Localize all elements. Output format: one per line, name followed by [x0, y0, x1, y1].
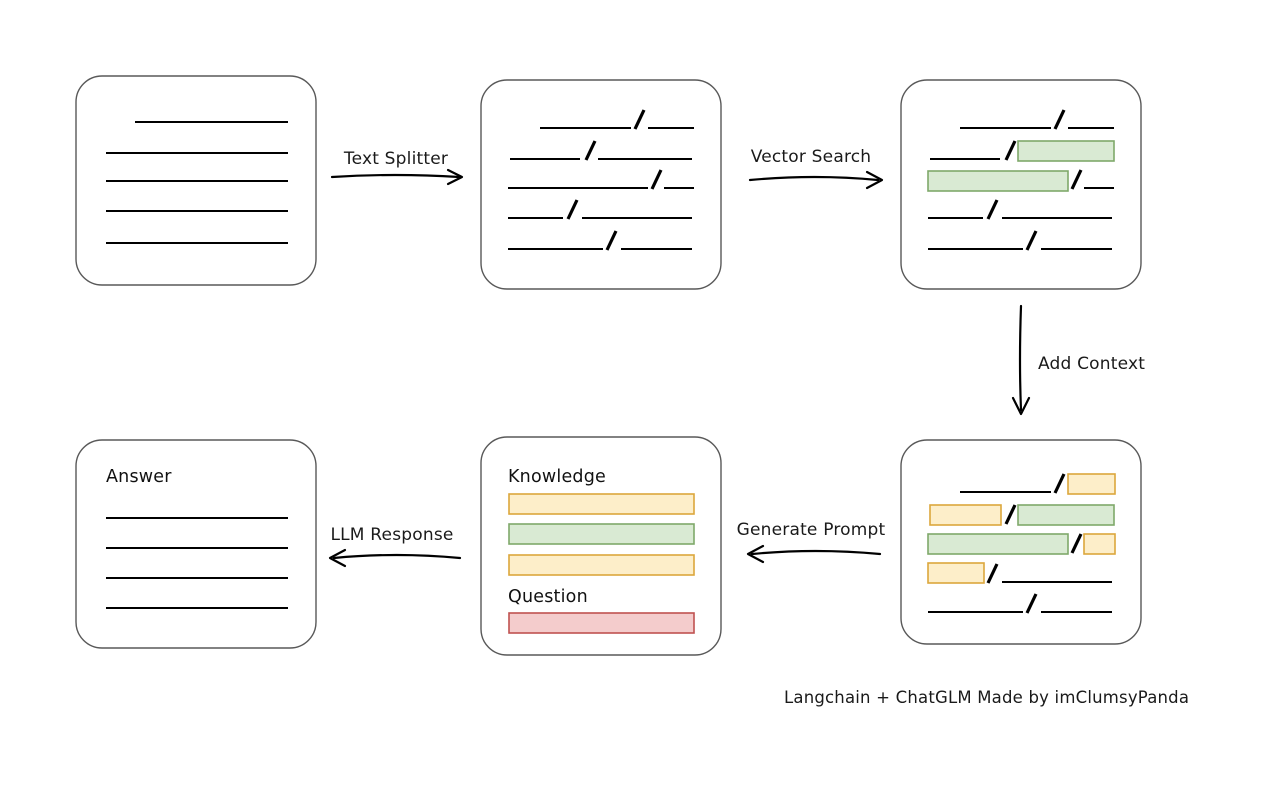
prompt-knowledge-label: Knowledge — [508, 467, 606, 487]
edge-text-splitter: Text Splitter — [330, 149, 464, 186]
answer-lines — [106, 516, 288, 610]
split-chunks-lines — [508, 109, 694, 251]
diagram-caption: Langchain + ChatGLM Made by imClumsyPand… — [784, 688, 1189, 707]
edge-vector-search: Vector Search — [748, 147, 884, 190]
prompt-knowledge-bar-1 — [508, 493, 695, 515]
context-chunk-highlight-yellow-4 — [927, 562, 985, 584]
answer-box[interactable] — [75, 439, 317, 649]
context-chunk-highlight-yellow-1 — [1067, 473, 1116, 495]
context-chunk-highlight-yellow-2 — [929, 504, 1002, 526]
node-prompt[interactable]: Knowledge Question — [480, 436, 722, 656]
edge-label-llm-response: LLM Response — [330, 525, 453, 545]
answer-title: Answer — [106, 467, 172, 487]
source-document-lines — [106, 120, 288, 245]
node-source-document[interactable] — [75, 75, 317, 286]
prompt-knowledge-bar-2 — [508, 523, 695, 545]
matched-chunk-highlight-green-2 — [927, 170, 1069, 192]
prompt-box[interactable] — [480, 436, 722, 656]
edge-add-context: Add Context — [1011, 304, 1145, 416]
node-answer[interactable]: Answer — [75, 439, 317, 649]
node-split-chunks[interactable] — [480, 79, 722, 290]
edge-label-vector-search: Vector Search — [751, 147, 872, 167]
edge-llm-response: LLM Response — [328, 525, 462, 568]
matched-chunks-lines — [927, 109, 1115, 251]
node-context-chunks[interactable] — [900, 439, 1142, 645]
context-chunk-highlight-green-2 — [927, 533, 1069, 555]
split-chunks-box[interactable] — [480, 79, 722, 290]
context-chunks-lines — [927, 473, 1116, 614]
node-matched-chunks[interactable] — [900, 79, 1142, 290]
edge-generate-prompt: Generate Prompt — [737, 520, 886, 564]
prompt-knowledge-bar-3 — [508, 554, 695, 576]
context-chunk-highlight-green-1 — [1017, 504, 1115, 526]
context-chunk-highlight-yellow-3 — [1083, 533, 1116, 555]
edge-label-generate-prompt: Generate Prompt — [737, 520, 886, 540]
matched-chunk-highlight-green-1 — [1017, 140, 1115, 162]
prompt-question-bar-1 — [508, 612, 695, 634]
edge-label-add-context: Add Context — [1038, 354, 1145, 374]
edge-label-text-splitter: Text Splitter — [343, 149, 448, 169]
prompt-question-label: Question — [508, 587, 588, 607]
